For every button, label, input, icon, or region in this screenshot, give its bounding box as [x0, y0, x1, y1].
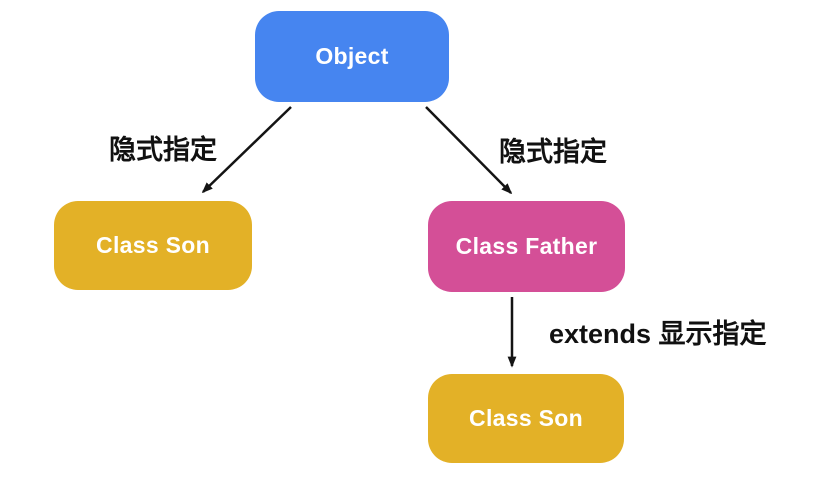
node-object-label: Object — [315, 43, 389, 69]
node-class-son-bottom-label: Class Son — [469, 405, 583, 431]
node-class-father-label: Class Father — [455, 233, 598, 259]
node-object: Object — [255, 11, 449, 102]
node-class-father: Class Father — [428, 201, 625, 292]
edge-label-extends-explicit: extends 显示指定 — [549, 319, 767, 349]
node-class-son-bottom: Class Son — [428, 374, 624, 463]
node-class-son-left: Class Son — [54, 201, 252, 290]
edge-label-implicit-right: 隐式指定 — [499, 137, 607, 167]
node-class-son-left-label: Class Son — [96, 232, 210, 258]
edge-label-implicit-left: 隐式指定 — [109, 135, 217, 165]
